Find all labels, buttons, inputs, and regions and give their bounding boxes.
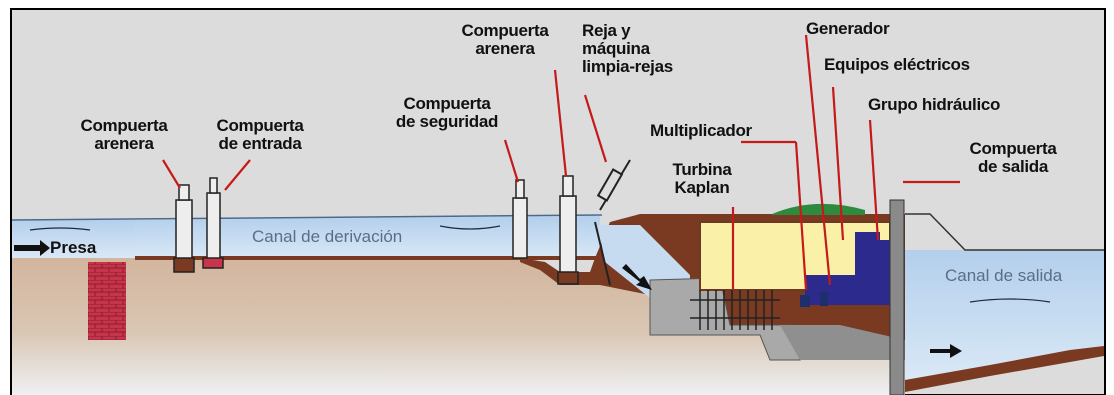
gate-arenera-1: [173, 184, 195, 273]
label-canal-salida: Canal de salida: [945, 266, 1063, 285]
generator-block: [805, 275, 895, 305]
flow-arrow-forebay: [622, 264, 652, 290]
trash-rack-machine: [594, 159, 631, 286]
soil: [12, 252, 905, 395]
riverbed: [905, 346, 1104, 392]
label-presa: Presa: [50, 238, 97, 257]
hydraulic-group: [876, 240, 890, 275]
frame-border: [10, 8, 1106, 395]
canal-water: [135, 216, 600, 258]
draft-tube: [780, 325, 905, 360]
label-multiplicador: Multiplicador: [650, 121, 752, 140]
gate-arenera-2: [557, 175, 579, 285]
leader-lines: [162, 34, 960, 291]
label-canal-derivacion: Canal de derivación: [252, 227, 403, 246]
turbine-kaplan: [690, 290, 780, 330]
flow-arrow-presa: [14, 240, 50, 256]
flow-arrow-outlet: [930, 344, 962, 358]
label-generador: Generador: [806, 19, 890, 38]
dam-brick: [88, 262, 126, 340]
outlet-wall: [889, 199, 905, 395]
label-grupo-hidraulico: Grupo hidráulico: [868, 95, 1001, 114]
electric-equipment: [855, 232, 880, 277]
label-equipos-electricos: Equipos eléctricos: [824, 55, 970, 74]
gate-seguridad: [512, 179, 528, 259]
gate-entrada: [202, 177, 224, 269]
